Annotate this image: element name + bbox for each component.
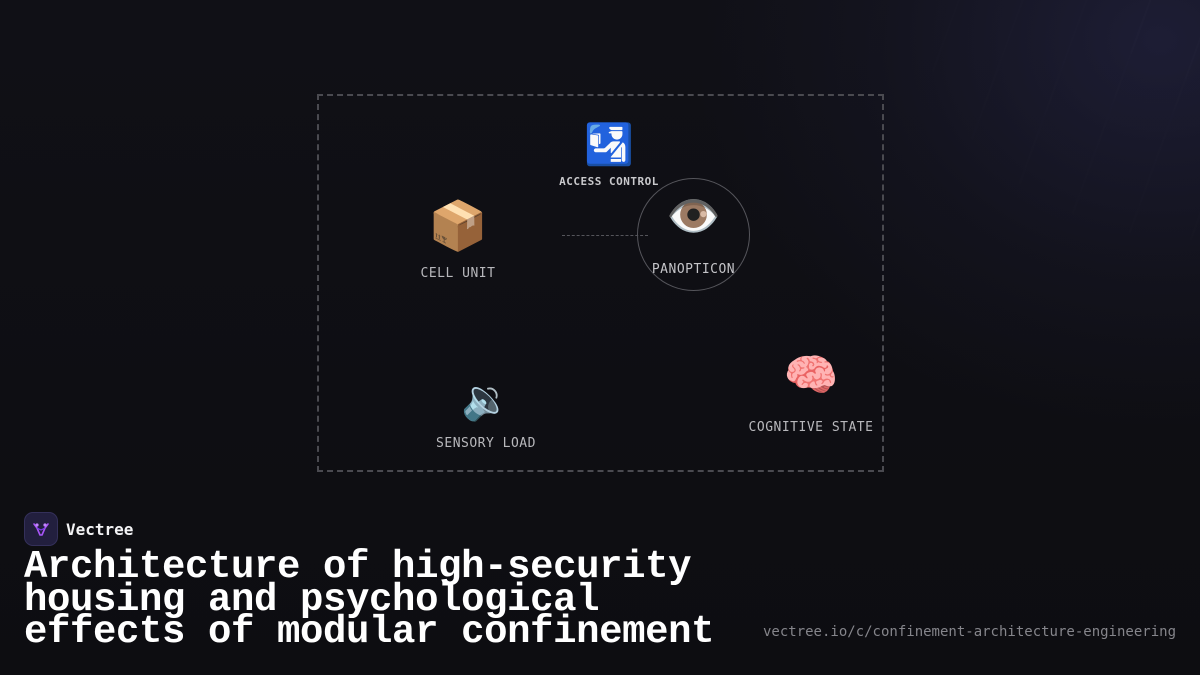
vectree-logo-icon: [24, 512, 58, 546]
node-panopticon: 👁️ PANOPTICON: [637, 178, 750, 291]
node-access-control: 🛂 ACCESS CONTROL: [559, 125, 659, 188]
diagram-frame: [317, 94, 884, 472]
brand-name: Vectree: [66, 519, 134, 539]
connector-cell-panopticon: [562, 235, 648, 236]
node-sensory-load: 🔉 SENSORY LOAD: [436, 380, 536, 451]
brain-icon: 🧠: [783, 350, 839, 401]
node-cognitive-state: 🧠 COGNITIVE STATE: [748, 350, 874, 436]
node-label-cognitive-state: COGNITIVE STATE: [748, 420, 874, 435]
page-title: Architecture of high-security housing an…: [24, 545, 715, 654]
source-url[interactable]: vectree.io/c/confinement-architecture-en…: [762, 624, 1176, 640]
police-officer-icon: 🛂: [584, 122, 634, 168]
eye-icon: 👁️: [666, 191, 721, 242]
brand[interactable]: Vectree: [24, 512, 133, 546]
package-icon: 📦: [428, 198, 488, 254]
node-label-sensory-load: SENSORY LOAD: [436, 436, 536, 451]
node-label-panopticon: PANOPTICON: [651, 262, 736, 277]
node-label-cell-unit: CELL UNIT: [420, 266, 496, 281]
node-cell-unit: 📦 CELL UNIT: [421, 202, 496, 281]
node-label-access-control: ACCESS CONTROL: [559, 175, 659, 188]
speaker-icon: 🔉: [461, 377, 511, 423]
